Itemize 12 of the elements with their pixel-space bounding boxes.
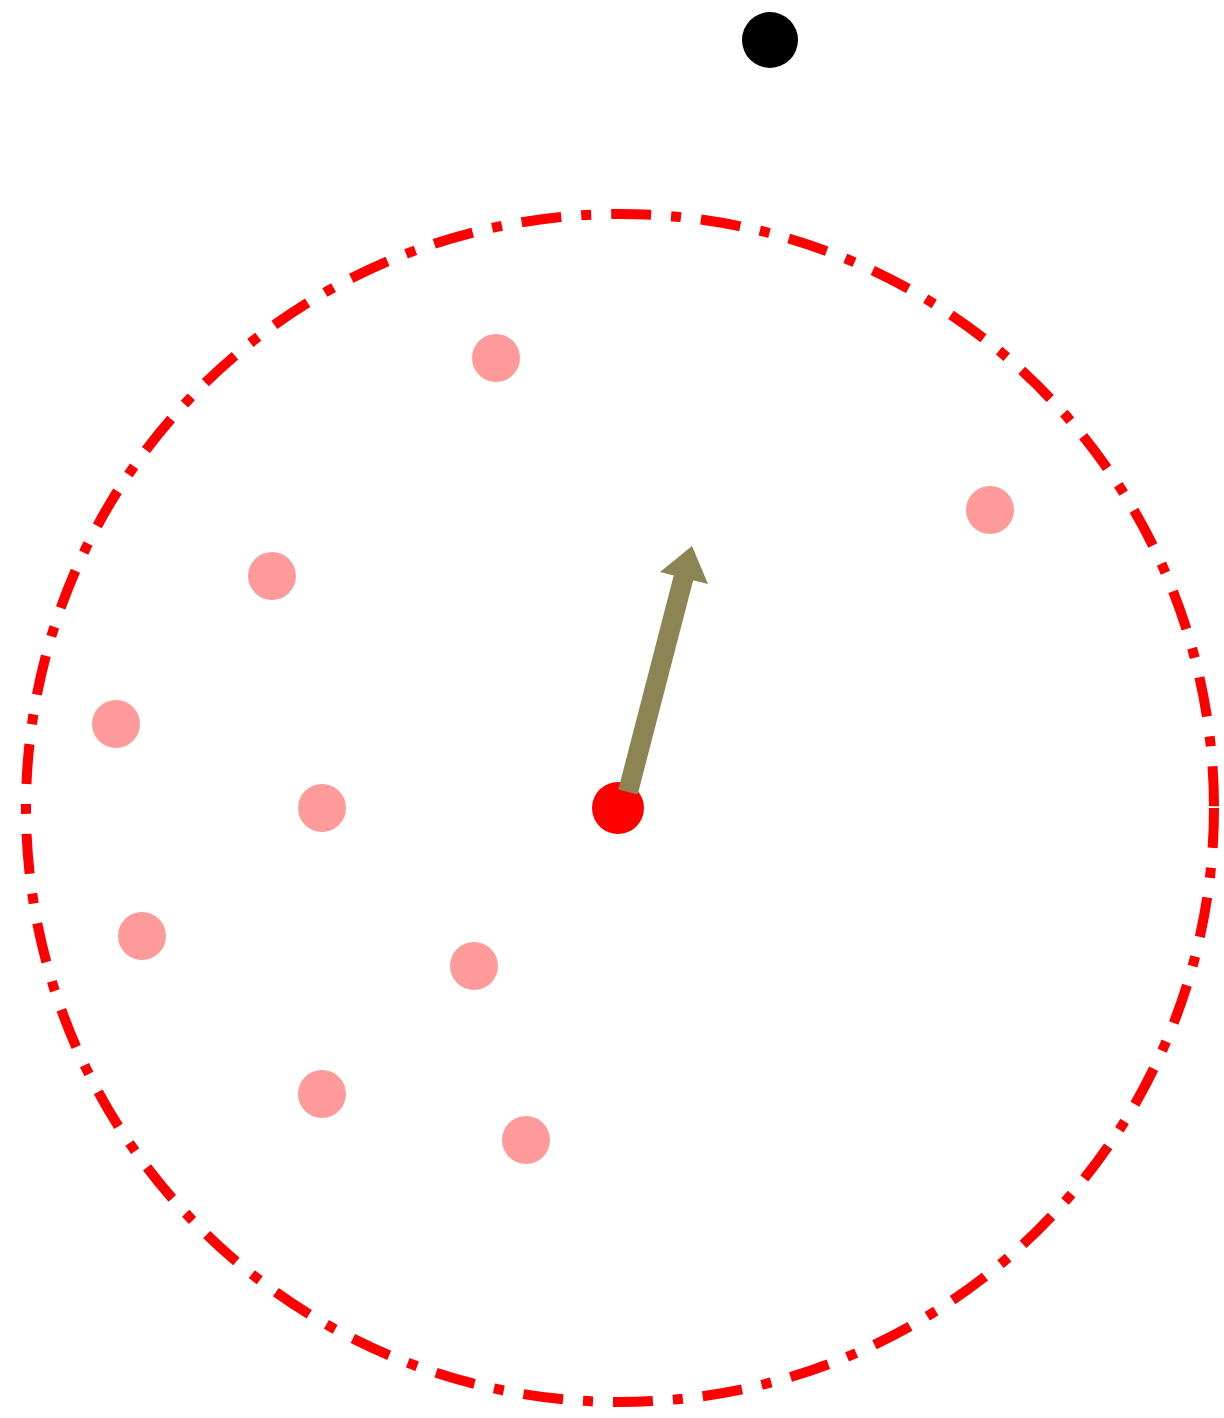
particle-dot (92, 700, 140, 748)
particle-dot (248, 552, 296, 600)
center-dot (592, 782, 644, 834)
boundary-circle (16, 204, 1224, 1412)
particle-dot (298, 784, 346, 832)
particle-dot (450, 942, 498, 990)
particle-dot (502, 1116, 550, 1164)
particle-dot (472, 334, 520, 382)
point-marker (742, 12, 798, 68)
particle-dot (966, 486, 1014, 534)
particle-dot (118, 912, 166, 960)
particle-dot (298, 1070, 346, 1118)
